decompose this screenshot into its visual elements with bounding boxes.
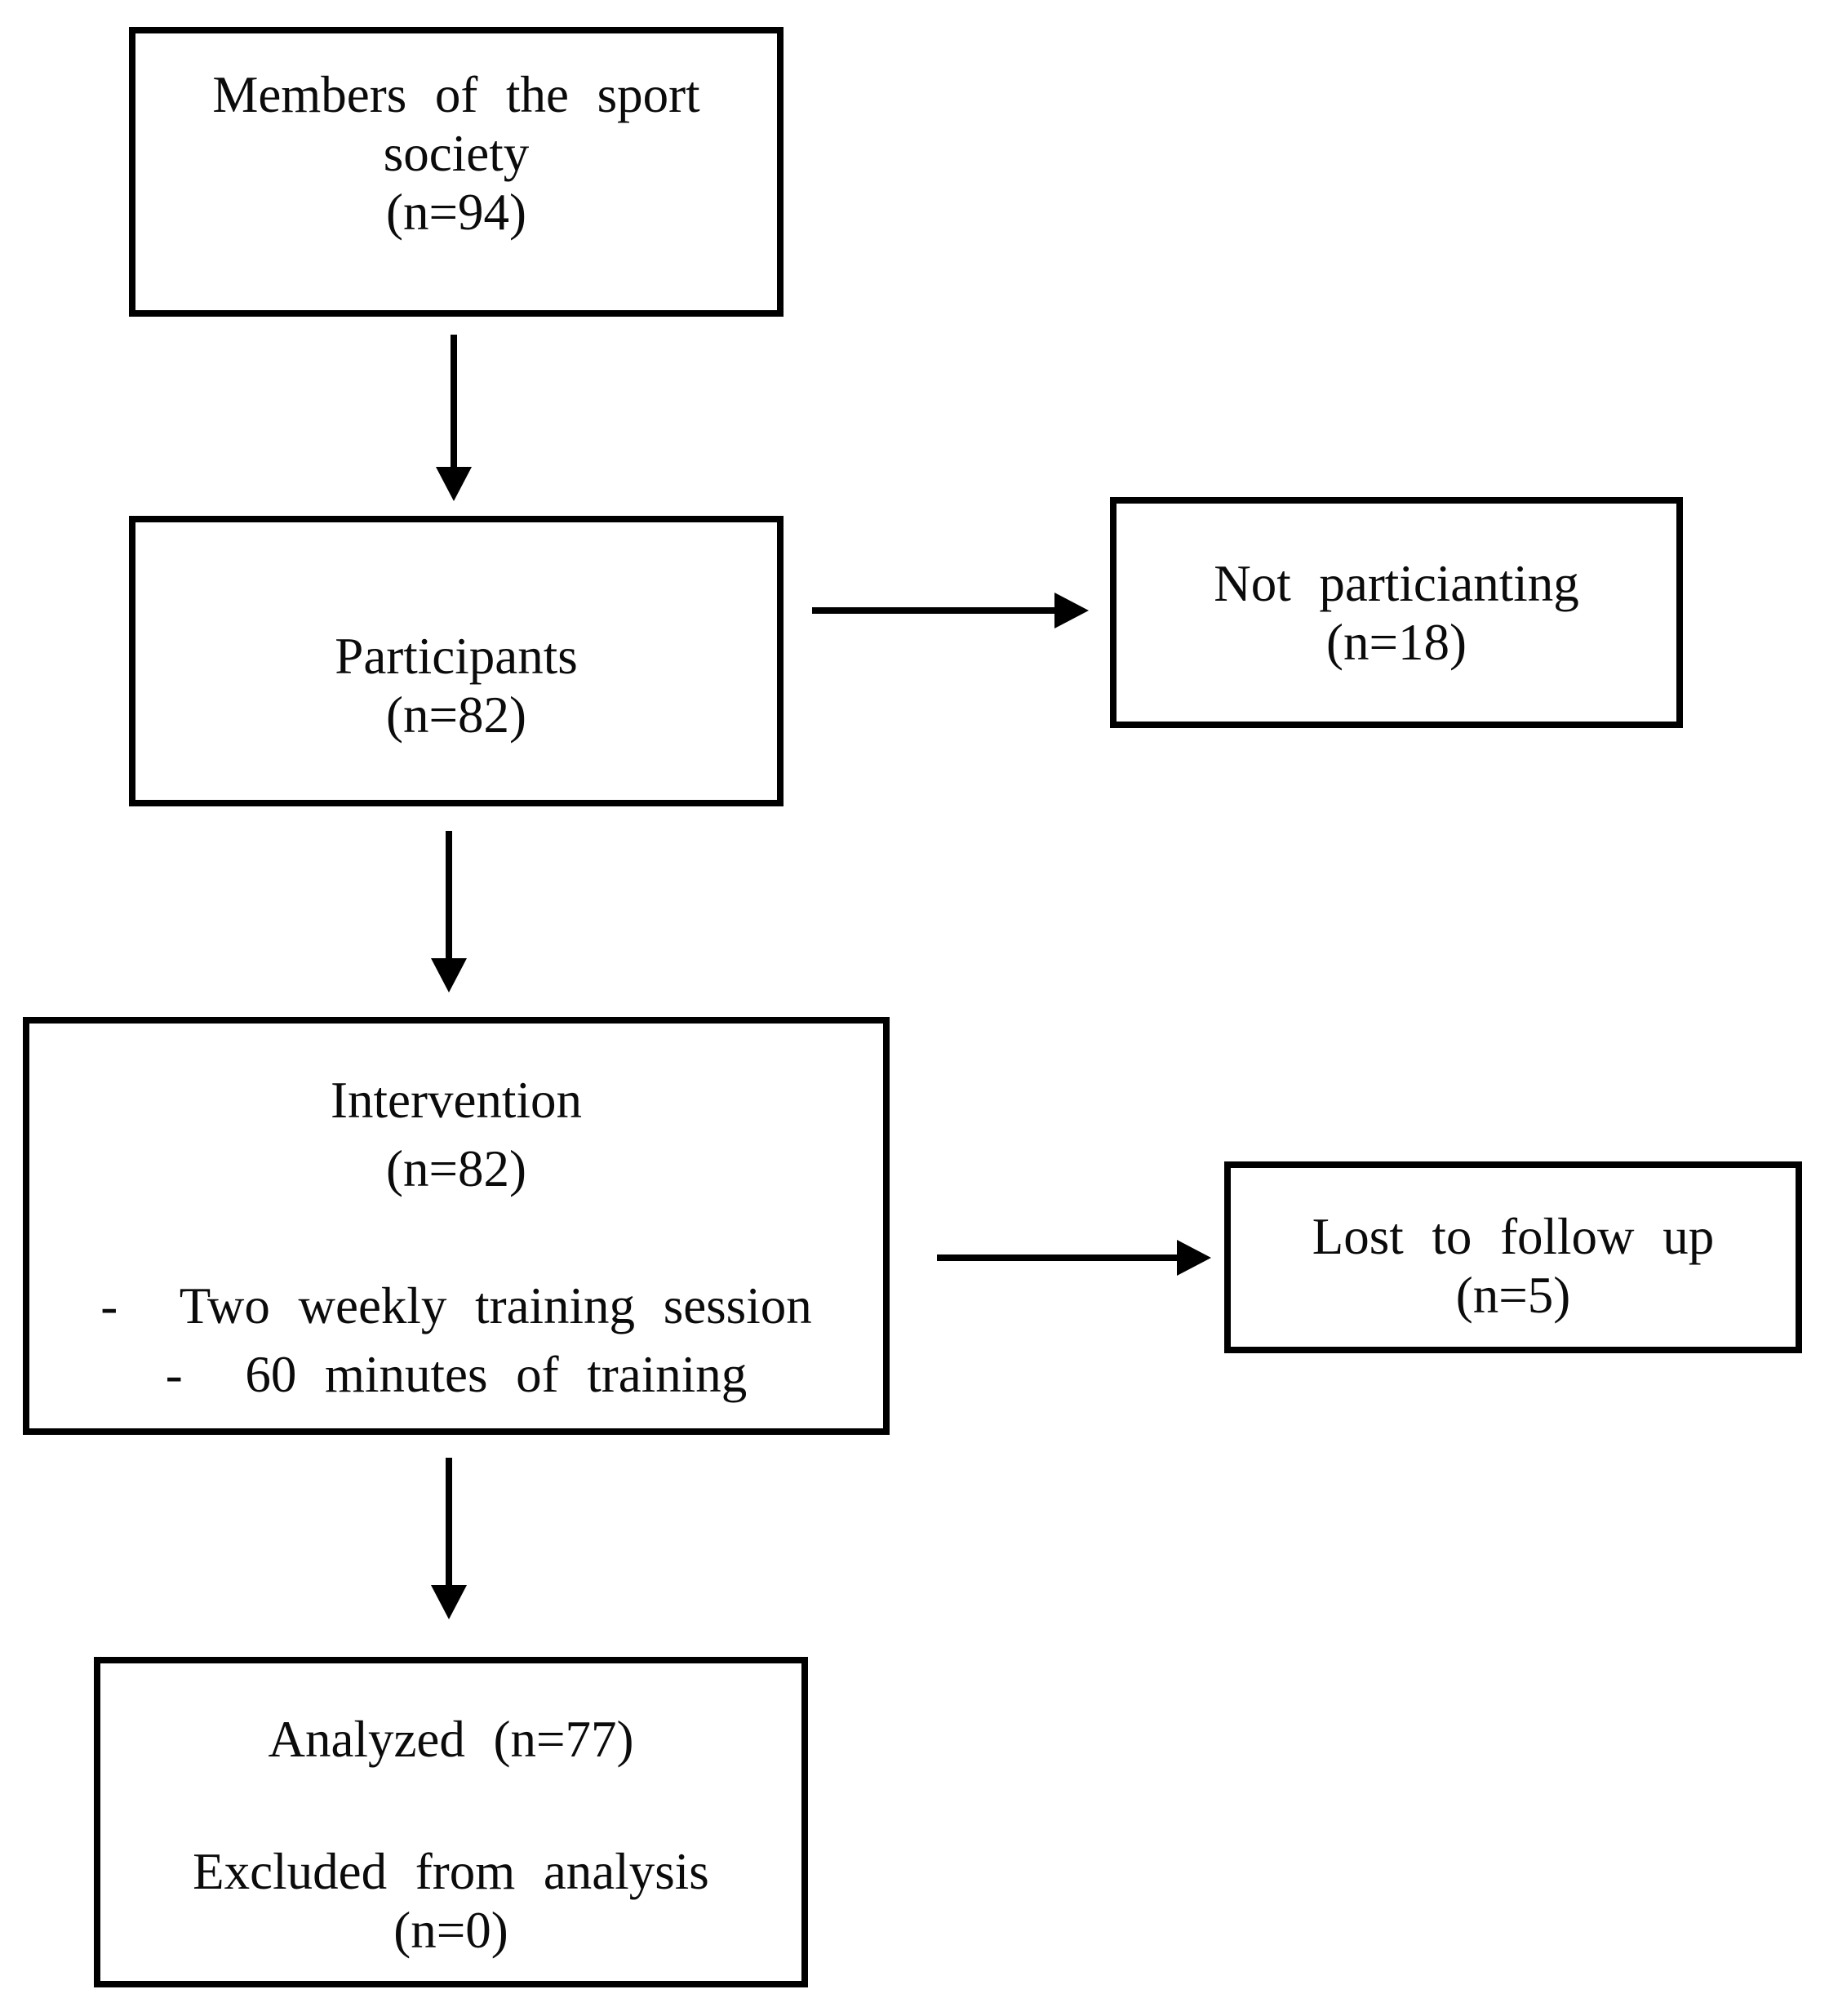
blank-line — [100, 1769, 801, 1842]
analyzed-box: Analyzed (n=77) Excluded from analysis (… — [94, 1657, 808, 1987]
blank-line — [29, 1203, 883, 1272]
lost-line-1: Lost to follow up — [1312, 1207, 1715, 1265]
analyzed-line-3: (n=0) — [393, 1901, 508, 1959]
members-line-1: Members of the sport — [212, 66, 700, 123]
not-participating-box: Not particianting (n=18) — [1110, 497, 1683, 728]
arrowhead-right-icon — [1177, 1240, 1211, 1276]
analyzed-line-1: Analyzed (n=77) — [268, 1710, 634, 1768]
analyzed-line-2: Excluded from analysis — [193, 1842, 709, 1900]
arrowhead-down-icon — [436, 467, 472, 501]
arrowhead-down-icon — [431, 1585, 467, 1619]
arrow-line — [451, 335, 457, 468]
arrow-line — [446, 1458, 452, 1587]
intervention-bullet-1-text: Two weekly training session — [179, 1277, 812, 1334]
intervention-count: (n=82) — [386, 1140, 526, 1197]
arrow-line — [446, 831, 452, 960]
bullet-dash: - — [165, 1346, 183, 1403]
arrowhead-down-icon — [431, 958, 467, 992]
participants-box: Participants (n=82) — [129, 516, 784, 806]
arrowhead-right-icon — [1054, 593, 1089, 628]
intervention-bullet-1: - Two weekly training session — [100, 1272, 811, 1340]
intervention-box: Intervention (n=82) - Two weekly trainin… — [23, 1017, 890, 1435]
bullet-dash: - — [100, 1277, 118, 1334]
not-participating-line-1: Not particianting — [1214, 554, 1579, 612]
members-line-2: society — [383, 125, 530, 182]
participants-line-1: Participants — [335, 628, 578, 685]
intervention-bullet-2-text: 60 minutes of training — [245, 1346, 748, 1403]
arrow-line — [937, 1254, 1177, 1261]
arrow-line — [812, 607, 1054, 614]
lost-to-follow-up-box: Lost to follow up (n=5) — [1224, 1161, 1802, 1353]
lost-line-2: (n=5) — [1455, 1266, 1571, 1324]
members-box: Members of the sport society (n=94) — [129, 27, 784, 317]
participants-line-2: (n=82) — [386, 686, 526, 744]
intervention-bullet-2: - 60 minutes of training — [166, 1340, 748, 1409]
intervention-title: Intervention — [331, 1072, 582, 1129]
not-participating-line-2: (n=18) — [1326, 613, 1467, 671]
members-line-3: (n=94) — [386, 184, 526, 241]
